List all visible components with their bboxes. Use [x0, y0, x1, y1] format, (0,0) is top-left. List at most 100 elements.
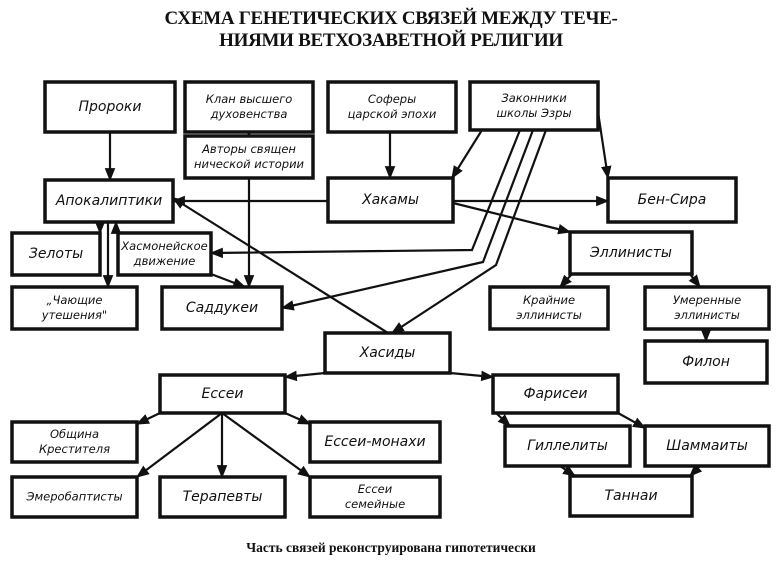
- node-label: духовенства: [210, 107, 288, 121]
- node-box: [326, 80, 458, 134]
- node-box: [183, 80, 315, 134]
- edge-hakamy-to-ellinisty: [452, 201, 572, 235]
- node-label: Законники: [501, 91, 567, 105]
- edge-farisei-to-shammaity: [617, 412, 647, 429]
- edge-hasidy-to-farisei: [449, 370, 495, 382]
- node-box: [643, 424, 771, 468]
- title-line-1: СХЕМА ГЕНЕТИЧЕСКИХ СВЯЗЕЙ МЕЖДУ ТЕЧЕ-: [164, 8, 618, 29]
- node-essei-monahi: Ессеи-монахи: [308, 420, 442, 464]
- node-label: Бен-Сира: [638, 192, 707, 208]
- node-label: Соферы: [368, 92, 416, 106]
- node-box: [116, 231, 213, 277]
- node-box: [503, 424, 632, 468]
- edges-layer: [94, 111, 712, 479]
- node-label: царской эпохи: [348, 107, 437, 121]
- title-line-2: НИЯМИ ВЕТХОЗАВЕТНОЙ РЕЛИГИИ: [219, 30, 563, 51]
- node-gilleliti: Гиллелиты: [503, 424, 632, 468]
- node-box: [468, 80, 600, 132]
- node-box: [158, 475, 287, 519]
- node-emerobaptisty: Эмеробаптисты: [10, 475, 139, 519]
- node-label: Зелоты: [29, 246, 83, 262]
- node-label: Пророки: [79, 99, 142, 115]
- node-label: Хасмонейское: [120, 239, 207, 253]
- edge-zakonniki-to-hasidy: [390, 129, 548, 334]
- node-label: Крайние: [523, 293, 575, 307]
- node-tannai: Таннаи: [568, 474, 694, 518]
- node-box: [10, 420, 139, 464]
- node-label: Крестителя: [39, 442, 110, 456]
- node-proroki: Пророки: [43, 80, 177, 134]
- edge-essei-to-obshchina: [135, 412, 161, 425]
- node-label: „Чающие: [47, 293, 103, 307]
- node-box: [43, 80, 177, 134]
- node-shammaity: Шаммаиты: [643, 424, 771, 468]
- node-label: семейные: [345, 497, 405, 511]
- node-hasidy: Хасиды: [323, 331, 452, 375]
- node-box: [488, 285, 610, 331]
- edge-ellinisty-to-krainie: [559, 273, 573, 288]
- edge-ellinisty-to-umerennye: [688, 273, 701, 289]
- node-hakamy: Хакамы: [326, 176, 455, 224]
- node-label: эллинисты: [516, 308, 582, 322]
- node-box: [326, 176, 455, 224]
- node-box: [568, 474, 694, 518]
- node-box: [10, 231, 102, 277]
- node-box: [643, 339, 769, 385]
- node-label: Хакамы: [361, 192, 419, 208]
- node-label: Община: [50, 427, 99, 441]
- node-label: Фарисеи: [523, 386, 587, 402]
- edge-zakonniki-to-hakamy: [451, 129, 483, 180]
- edge-essei-to-essei-semeinye: [221, 412, 312, 478]
- node-ellinisty: Эллинисты: [568, 230, 694, 276]
- edge-zakonniki-to-sadducei: [280, 129, 535, 311]
- node-label: Хасиды: [359, 345, 416, 361]
- node-box: [10, 285, 139, 331]
- node-label: эллинисты: [674, 308, 740, 322]
- node-box: [643, 285, 771, 331]
- node-label: Авторы священ: [201, 142, 296, 156]
- node-box: [323, 331, 452, 375]
- node-sadducei: Саддукеи: [160, 285, 284, 331]
- node-label: Умеренные: [673, 293, 741, 307]
- node-essei: Ессеи: [158, 373, 287, 415]
- node-label: Шаммаиты: [666, 438, 748, 454]
- edge-farisei-to-gilleliti: [495, 412, 511, 427]
- edge-hasidy-to-apokaliptiki: [171, 197, 389, 334]
- diagram-caption: Часть связей реконструирована гипотетиче…: [246, 540, 536, 555]
- node-label: нической истории: [194, 157, 305, 171]
- node-box: [308, 420, 442, 464]
- node-box: [158, 373, 287, 415]
- edge-essei-to-essei-monahi: [284, 411, 312, 426]
- node-filon: Филон: [643, 339, 769, 385]
- node-apokaliptiki: Апокалиптики: [43, 178, 175, 224]
- node-box: [10, 475, 139, 519]
- node-ben-sira: Бен-Сира: [606, 176, 738, 224]
- node-box: [160, 285, 284, 331]
- node-label: Эллинисты: [589, 245, 672, 261]
- node-zeloty: Зелоты: [10, 231, 102, 277]
- node-box: [308, 475, 442, 519]
- edge-zakonniki-to-hasmonei: [209, 129, 522, 259]
- node-terapevty: Терапевты: [158, 475, 287, 519]
- node-label: Ессеи: [358, 482, 393, 496]
- node-box: [606, 176, 738, 224]
- node-label: Таннаи: [604, 488, 657, 504]
- edge-hasmonei-to-sadducei: [210, 272, 247, 289]
- node-label: школы Эзры: [496, 106, 571, 120]
- node-label: Саддукеи: [186, 300, 258, 316]
- node-label: Ессеи-монахи: [324, 434, 425, 450]
- node-box: [491, 373, 620, 415]
- node-box: [568, 230, 694, 276]
- node-label: Ессеи: [202, 386, 244, 402]
